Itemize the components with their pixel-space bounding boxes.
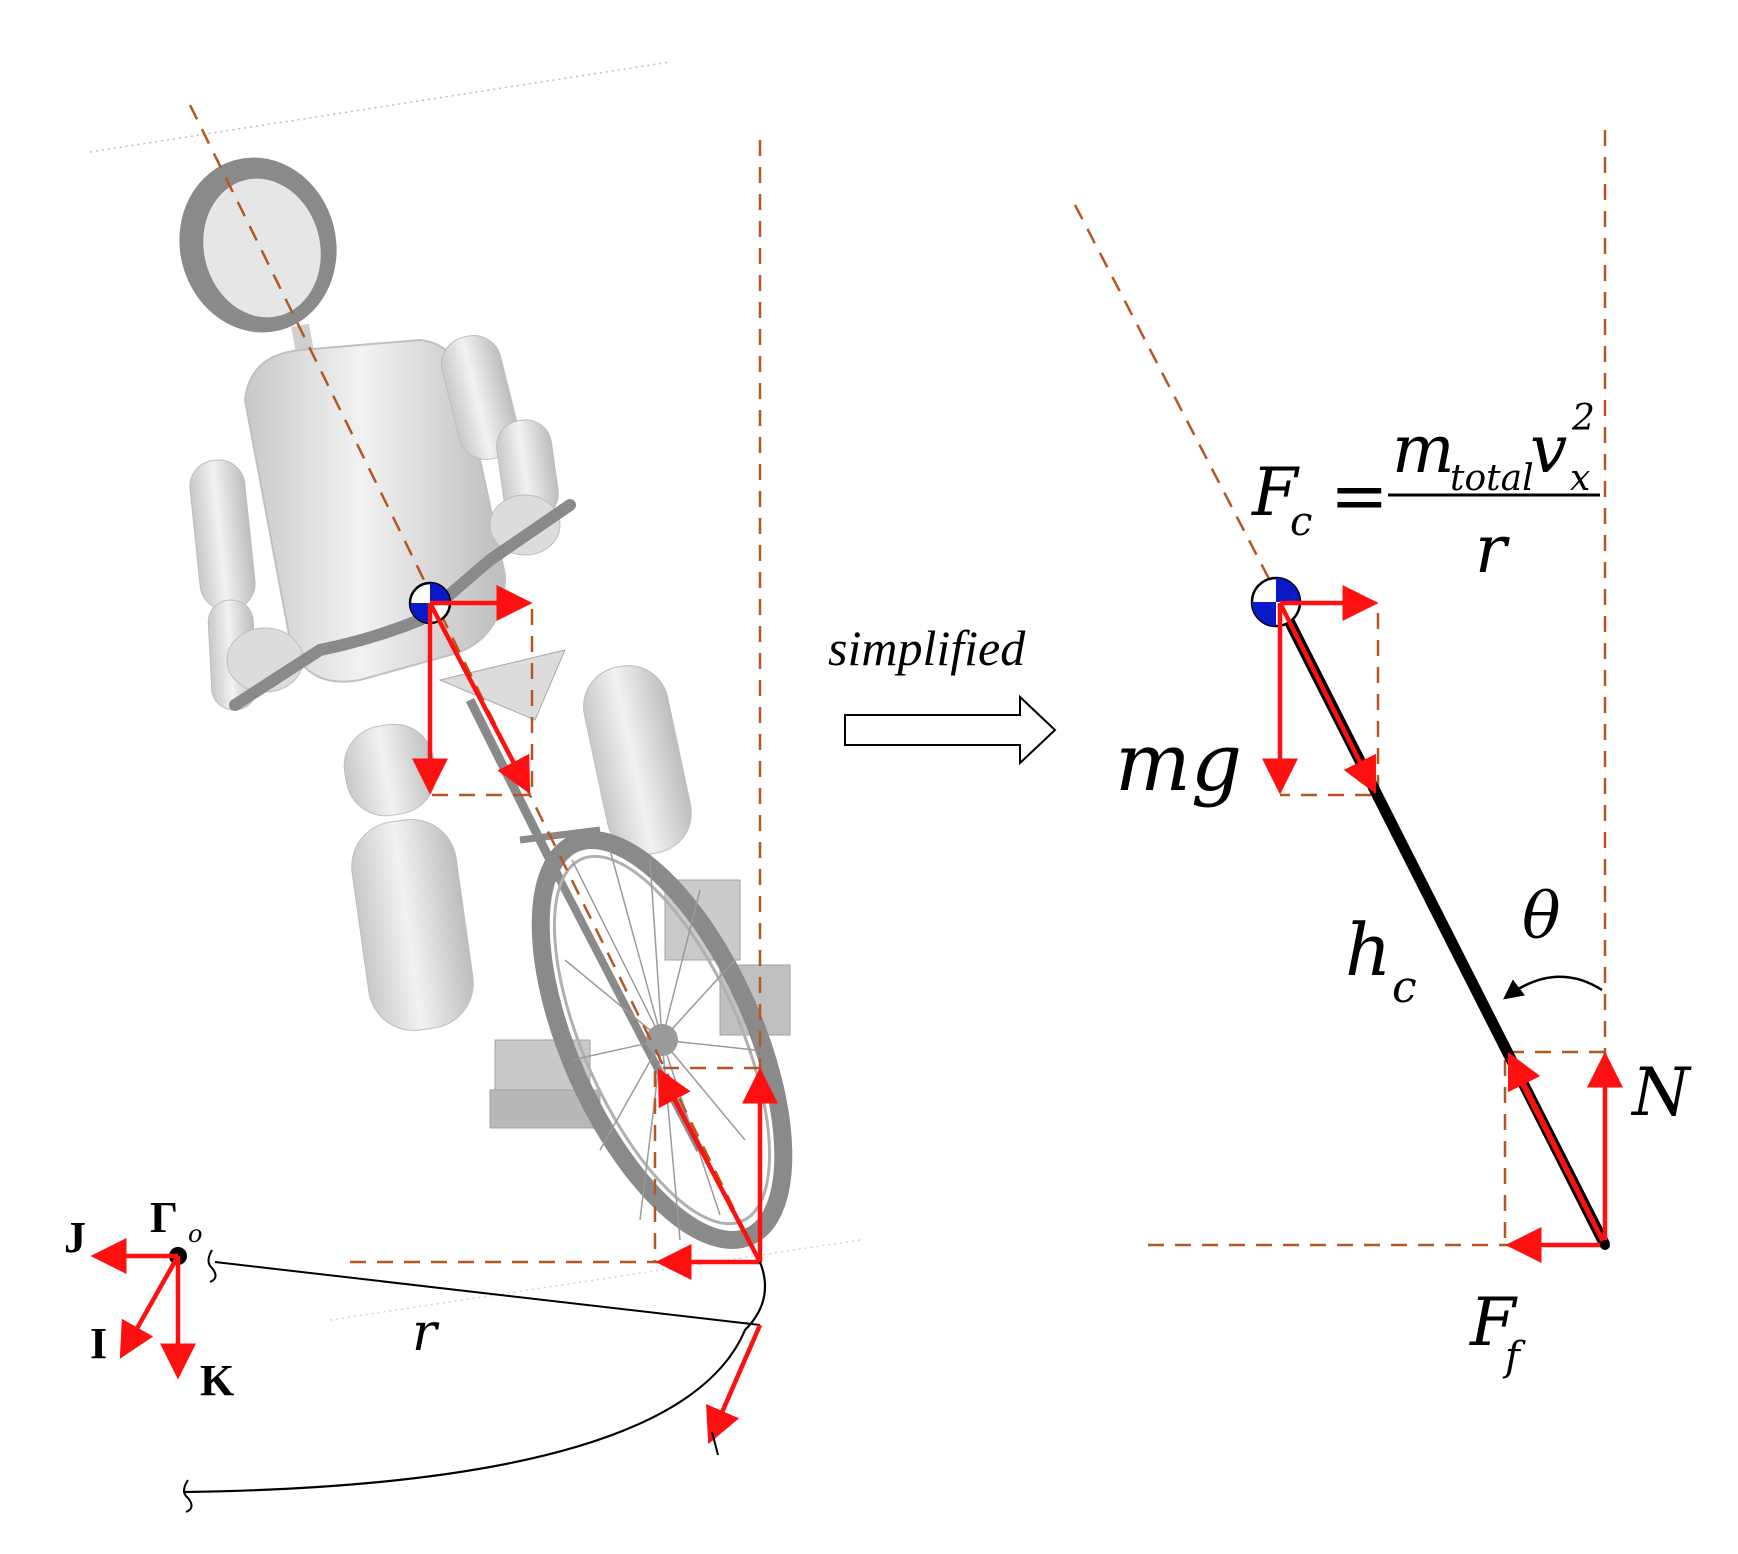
formula-denominator: r [1475,511,1510,588]
hollow-right-arrow-icon [844,694,1057,766]
formula-numerator-v-sup: 2 [1571,398,1595,439]
force-rectangle-contact [653,1066,760,1262]
axis-j-label: J [64,1213,86,1262]
radius-line [214,1261,761,1326]
axis-i-arrow [119,1254,180,1359]
trajectory-end-bottom [183,1479,193,1513]
transition: simplified [828,620,1057,766]
normal-label: N [1630,1054,1692,1131]
force-rectangle-com [430,601,534,797]
rider-body-icon [179,157,791,1152]
left-panel: Γ o J I K r [64,61,861,1513]
velocity-label-mark [711,1431,719,1456]
force-rectangle-contact-right [1503,1050,1605,1245]
trajectory-end-top [207,1249,217,1283]
bicycle-wheel-icon [531,831,793,1249]
formula-numerator-m-sub: total [1450,458,1534,499]
trajectory-curve [184,1261,767,1494]
formula-numerator-v: v [1530,411,1567,488]
friction-label-sub: f [1502,1334,1526,1380]
formula-equals: = [1330,455,1389,537]
axis-i-label: I [90,1319,107,1368]
angle-arc [1503,975,1603,1000]
reaction-resultant-arrow-right [1507,1051,1608,1247]
right-panel: F c = m total v 2 x r mg h c θ N F f [1073,130,1692,1380]
height-label-sub: c [1392,962,1417,1013]
resultant-force-arrow-right [1277,601,1377,795]
contact-point-dot [1600,1240,1610,1250]
force-rectangle-com-right [1280,601,1380,797]
ground-guide-bottom [329,1239,861,1321]
height-label-main: h [1345,908,1391,992]
velocity-arrow [706,1324,763,1445]
formula-lhs-main: F [1251,454,1300,531]
radius-label: r [412,1303,440,1363]
angle-label: θ [1522,880,1561,954]
lean-axis-line-right [1073,204,1282,601]
centripetal-force-formula: F c = m total v 2 x r [1251,398,1600,588]
formula-numerator-v-sub: x [1570,458,1590,499]
axis-k-label: K [200,1356,234,1405]
resultant-force-arrow-left [428,601,531,794]
reaction-resultant-arrow-left [657,1068,762,1264]
ground-guide-top [89,61,671,153]
formula-numerator-m: m [1392,411,1455,488]
frame-label-main: Γ [150,1193,178,1242]
formula-lhs-sub: c [1290,499,1312,545]
friction-label-main: F [1469,1284,1518,1361]
frame-label-sub: o [188,1220,202,1248]
gravity-label: mg [1115,716,1242,809]
transition-label: simplified [828,620,1026,676]
